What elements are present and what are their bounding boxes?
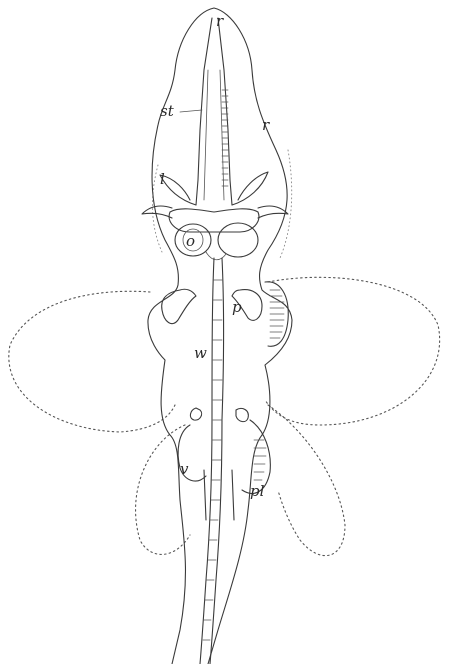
label-r-side: r xyxy=(262,116,270,134)
lateral-process-right xyxy=(258,206,288,218)
label-v: v xyxy=(180,460,189,478)
label-pl: pl xyxy=(250,482,265,500)
label-st: st xyxy=(160,102,175,120)
head-margin-outline xyxy=(152,150,291,258)
label-r-tip: r xyxy=(216,12,224,30)
right-orbit xyxy=(218,223,258,257)
pelvic-girdle-right xyxy=(236,408,248,421)
pectoral-girdle-left xyxy=(162,289,196,323)
label-o: o xyxy=(186,232,195,250)
pelvic-girdle-left xyxy=(190,408,201,420)
cranium xyxy=(160,172,268,232)
left-pelvic-fin-outline xyxy=(136,425,190,554)
right-pectoral-fin-outline xyxy=(265,277,440,425)
label-l: l xyxy=(160,170,165,188)
label-st-leader xyxy=(180,110,202,112)
claspers xyxy=(204,470,234,520)
label-w: w xyxy=(194,344,207,362)
orbit-bridge xyxy=(206,252,226,260)
rostral-cartilage-lines xyxy=(204,70,224,200)
vertebral-column xyxy=(200,258,224,664)
right-pelvic-fin-outline xyxy=(268,405,345,556)
rostrum xyxy=(196,18,232,205)
label-p: p xyxy=(232,298,242,316)
